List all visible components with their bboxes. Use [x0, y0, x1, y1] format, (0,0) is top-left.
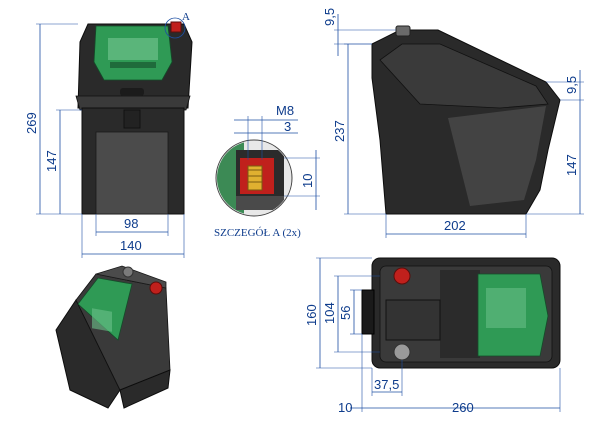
- top-inner-width: 104: [322, 302, 337, 324]
- top-terminal-offset: 37,5: [374, 377, 399, 392]
- front-view: A 269 147 98 140: [24, 11, 193, 258]
- front-width-inner: 98: [124, 216, 138, 231]
- front-terminal: [170, 21, 182, 33]
- side-height-body: 237: [332, 120, 347, 142]
- side-top-offset: 9,5: [322, 8, 337, 26]
- detail-thread: M8: [276, 103, 294, 118]
- side-terminal: [395, 25, 411, 37]
- iso-terminal-grey: [122, 266, 134, 278]
- top-length: 260: [452, 400, 474, 415]
- top-flange: 10: [338, 400, 352, 415]
- top-width: 160: [304, 304, 319, 326]
- side-height-right: 147: [564, 154, 579, 176]
- front-width-total: 140: [120, 238, 142, 253]
- detail-a-label: A: [182, 11, 190, 23]
- top-terminal-grey: [393, 343, 411, 361]
- detail-height: 10: [300, 174, 315, 188]
- iso-terminal-red: [149, 281, 163, 295]
- detail-a-view: M8 3 10 SZCZEGÓŁ A (2x): [214, 103, 320, 239]
- side-depth: 202: [444, 218, 466, 233]
- detail-caption: SZCZEGÓŁ A (2x): [214, 227, 301, 239]
- side-view: 9,5 237 9,5 147 202: [322, 8, 584, 238]
- front-height-total: 269: [24, 112, 39, 134]
- detail-a-marker: [164, 17, 186, 39]
- front-height-body: 147: [44, 150, 59, 172]
- top-terminal-red: [393, 267, 411, 285]
- top-view: 160 104 56 37,5 10 260: [304, 257, 561, 415]
- side-top-offset-right: 9,5: [564, 76, 579, 94]
- detail-offset: 3: [284, 119, 291, 134]
- isometric-view: [55, 265, 171, 409]
- top-terminal-spacing: 56: [338, 306, 353, 320]
